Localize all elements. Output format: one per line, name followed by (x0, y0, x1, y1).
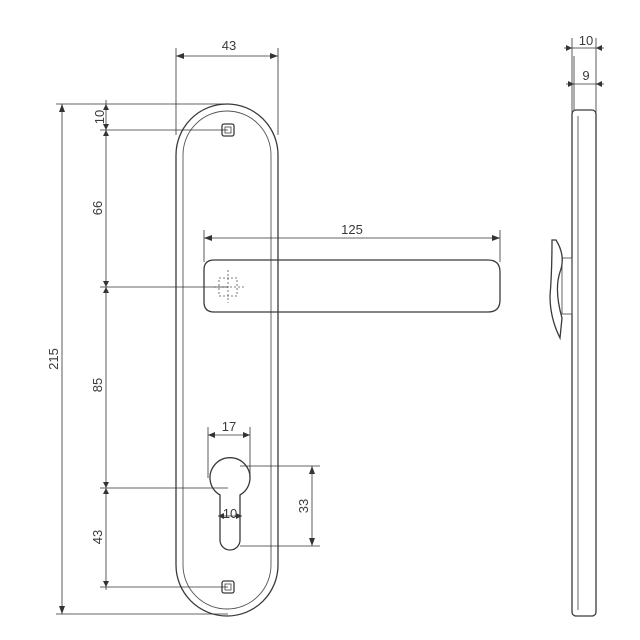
dim-cylinder-width-label: 17 (222, 419, 236, 434)
dim-side-depths: 10 9 (564, 33, 604, 112)
dim-lever-length-label: 125 (341, 222, 363, 237)
lever-handle (203, 259, 501, 313)
dim-plate-width-label: 43 (222, 38, 236, 53)
dim-total-height-label: 215 (46, 348, 61, 370)
dim-top-offset-label: 10 (92, 110, 107, 124)
dim-plate-width: 43 (175, 38, 279, 135)
side-rose (561, 257, 573, 315)
dim-vertical-chain: 10 66 85 43 (90, 100, 228, 590)
backplate-outline (175, 103, 279, 617)
dim-handle-to-top-screw-label: 66 (90, 201, 105, 215)
dim-cylinder-height: 33 (240, 465, 320, 547)
dim-cylinder-width: 17 (207, 419, 251, 478)
side-plate-outline (571, 109, 597, 617)
dim-cylinder-slot-width-label: 10 (223, 506, 237, 521)
backplate-front-view (175, 103, 279, 617)
dim-lever-length: 125 (203, 222, 501, 262)
dim-total-height: 215 (46, 103, 228, 615)
dim-cylinder-slot-width: 10 (218, 506, 242, 521)
dim-side-total-depth-label: 10 (579, 33, 593, 48)
dim-side-plate-depth-label: 9 (582, 68, 589, 83)
side-view (549, 109, 597, 617)
dim-cylinder-height-label: 33 (296, 499, 311, 513)
side-lever-profile (549, 239, 563, 341)
backplate-inner-outline (182, 110, 272, 610)
dim-cylinder-to-bottom-screw-label: 43 (90, 530, 105, 544)
cylinder-cutout (209, 457, 251, 551)
dim-handle-to-cylinder-label: 85 (90, 378, 105, 392)
